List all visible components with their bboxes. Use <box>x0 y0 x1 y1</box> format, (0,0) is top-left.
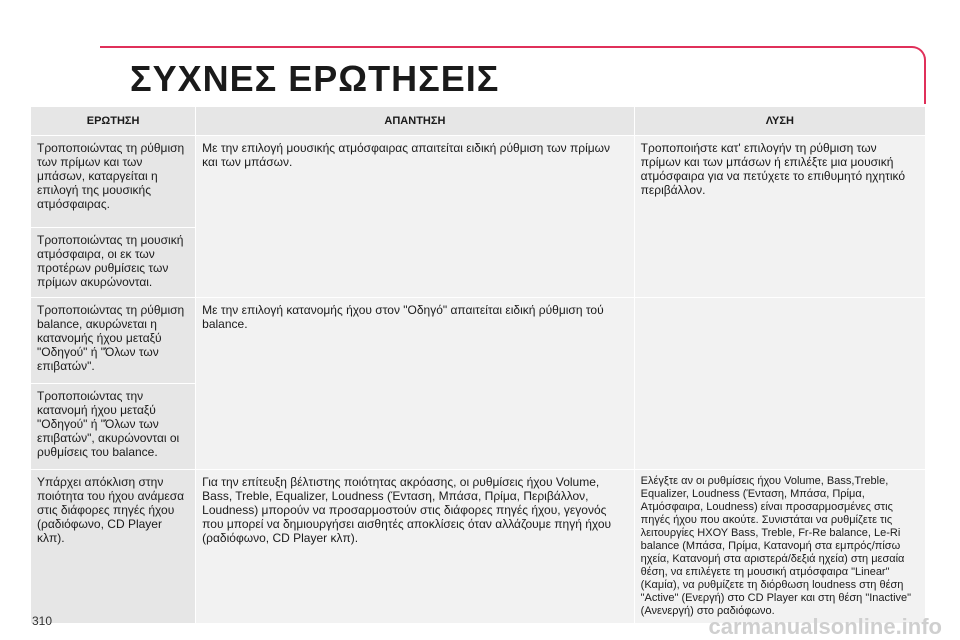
watermark: carmanualsonline.info <box>708 614 943 639</box>
page-title: ΣΥΧΝΕΣ ΕΡΩΤΗΣΕΙΣ <box>130 58 500 99</box>
solution-cell <box>633 297 927 470</box>
page-number: 310 <box>32 614 53 628</box>
question-cell: Υπάρχει απόκλιση στην ποιότητα του ήχου … <box>29 469 197 624</box>
table-row: Τροποποιώντας την κατανομή ήχου μεταξύ "… <box>29 383 926 470</box>
answer-cell: Για την επίτευξη βέλτιστης ποιότητας ακρ… <box>195 469 635 624</box>
answer-cell: Με την επιλογή μουσικής ατμόσφαιρας απαι… <box>195 135 635 298</box>
table-row: Τροποποιώντας τη ρύθμιση των πρίμων και … <box>29 135 927 298</box>
header-solution: ΛΥΣΗ <box>633 106 927 136</box>
table-row: Τροποποιώντας τη ρύθμιση balance, ακυρών… <box>29 297 927 470</box>
question-cell: Τροποποιώντας τη ρύθμιση των πρίμων και … <box>29 135 197 228</box>
question-cell: Τροποποιώντας τη μουσική ατμόσφαιρα, οι … <box>29 227 197 298</box>
title-frame <box>100 46 926 104</box>
table-row: Υπάρχει απόκλιση στην ποιότητα του ήχου … <box>29 469 927 624</box>
faq-table: ΕΡΩΤΗΣΗ ΑΠΑΝΤΗΣΗ ΛΥΣΗ Τροποποιώντας τη ρ… <box>29 106 927 624</box>
answer-cell: Με την επιλογή κατανομής ήχου στον "Οδηγ… <box>195 297 635 470</box>
question-cell: Τροποποιώντας τη ρύθμιση balance, ακυρών… <box>29 297 197 384</box>
table-header-row: ΕΡΩΤΗΣΗ ΑΠΑΝΤΗΣΗ ΛΥΣΗ <box>29 106 927 136</box>
header-question: ΕΡΩΤΗΣΗ <box>29 106 197 136</box>
header-answer: ΑΠΑΝΤΗΣΗ <box>195 106 635 136</box>
question-cell: Τροποποιώντας την κατανομή ήχου μεταξύ "… <box>29 383 197 470</box>
solution-cell: Τροποποιήστε κατ' επιλογήν τη ρύθμιση τω… <box>633 135 927 298</box>
solution-cell: Ελέγξτε αν οι ρυθμίσεις ήχου Volume, Bas… <box>633 469 927 624</box>
table-row: Τροποποιώντας τη μουσική ατμόσφαιρα, οι … <box>29 227 926 298</box>
